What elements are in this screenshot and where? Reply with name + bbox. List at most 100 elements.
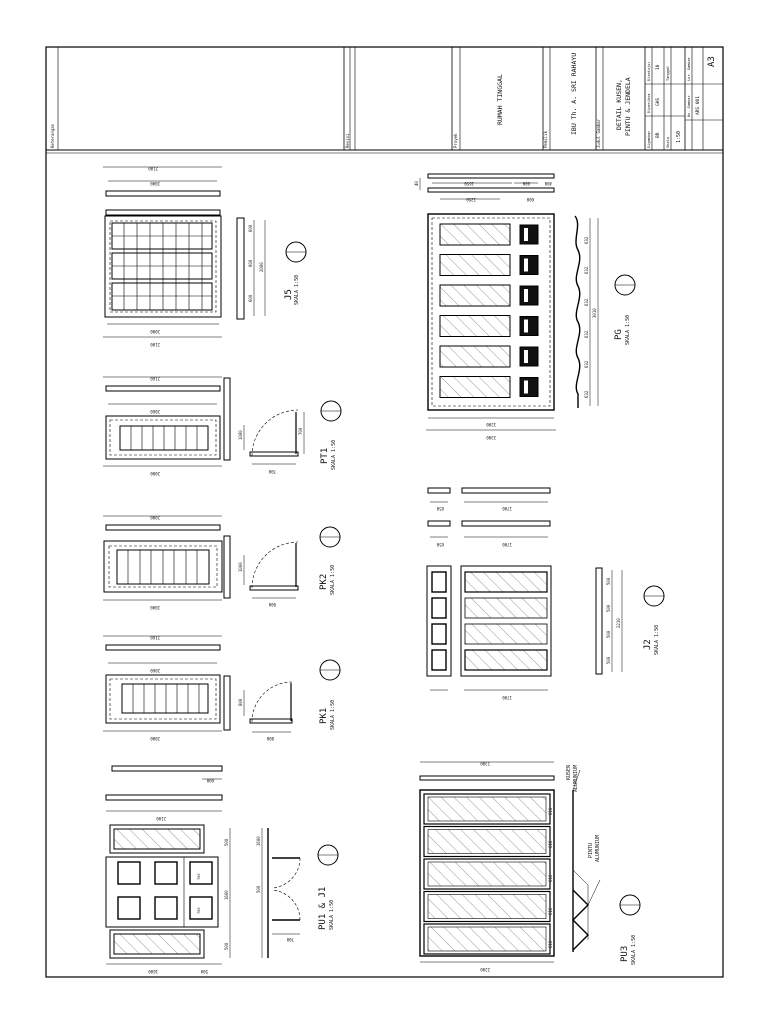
svg-text:2000: 2000 — [150, 181, 160, 186]
pg-vent-block — [519, 316, 539, 336]
detail-j2: 650 1700 650 1700 1700 500 500 500 500 2… — [426, 487, 665, 700]
svg-text:632: 632 — [584, 266, 589, 274]
tb-project-name: RUMAH TINGGAL — [496, 74, 504, 125]
pu3-glass — [427, 861, 547, 887]
pu3-glass — [427, 926, 547, 952]
tb-field-project: Proyek — [453, 133, 458, 148]
svg-text:1700: 1700 — [502, 695, 512, 700]
svg-text:2300: 2300 — [480, 761, 490, 766]
pu3-panel — [423, 890, 551, 923]
pg-scale: SKALA 1:50 — [625, 315, 631, 345]
pg-vent-gap — [524, 319, 528, 333]
tb-field-sheet: Lbr. Gambar — [687, 56, 691, 81]
svg-text:800: 800 — [238, 698, 243, 706]
svg-text:3010: 3010 — [592, 308, 597, 318]
svg-text:632: 632 — [584, 330, 589, 338]
svg-text:1000: 1000 — [238, 562, 243, 572]
svg-text:2000: 2000 — [150, 471, 160, 476]
svg-text:3200: 3200 — [486, 422, 496, 427]
svg-text:500: 500 — [606, 577, 611, 585]
pk1-name: PK1 — [319, 708, 329, 724]
pu3-name: PU3 — [620, 946, 630, 962]
svg-text:1700: 1700 — [502, 506, 512, 511]
tb-field-checked: Diperiksa — [647, 94, 651, 113]
svg-text:700: 700 — [286, 937, 294, 942]
svg-text:1000: 1000 — [238, 430, 243, 440]
door-label-1: PINTU — [588, 843, 594, 858]
pg-vent-block — [519, 346, 539, 367]
detail-pt1: 2160 2060 2000 700 1000 700 PT1 SKALA 1:… — [103, 376, 342, 476]
svg-text:500: 500 — [606, 630, 611, 638]
detail-pg: 40 1650 600 400 1350 600 3010 632 632 63… — [414, 173, 636, 440]
pg-vent-gap — [524, 258, 528, 272]
detail-pu1-j1: 600 2100 1600 500 500 1600 500 700 700 1… — [105, 765, 339, 974]
svg-text:2200: 2200 — [480, 967, 490, 972]
tb-drawing-no: ARS 001 — [695, 96, 701, 115]
door-label-2: ALUMUNIUM — [595, 835, 601, 862]
svg-text:3300: 3300 — [486, 435, 496, 440]
svg-text:800: 800 — [266, 736, 274, 741]
pg-glass-panel — [439, 223, 511, 246]
svg-text:616: 616 — [548, 940, 553, 948]
svg-text:2060: 2060 — [150, 668, 160, 673]
pu3-glass — [427, 829, 547, 854]
pk1-scale: SKALA 1:50 — [330, 700, 336, 730]
pg-vent-block — [519, 285, 539, 306]
sheet-border — [45, 46, 724, 978]
pk2-scale: SKALA 1:50 — [330, 565, 336, 595]
pu3-glass — [427, 894, 547, 919]
svg-text:600: 600 — [526, 197, 534, 202]
pu3-scale: SKALA 1:50 — [631, 935, 637, 965]
svg-text:600: 600 — [248, 294, 253, 302]
svg-text:500: 500 — [224, 942, 229, 950]
tb-drawing-title-1: DETAIL KUSEN, — [615, 79, 623, 130]
detail-pk1: 2160 2060 2000 800 800 PK1 SKALA 1:50 — [103, 635, 341, 741]
svg-text:1700: 1700 — [502, 542, 512, 547]
svg-text:600: 600 — [522, 181, 530, 186]
svg-text:2160: 2160 — [150, 635, 160, 640]
tb-field-approved: Disetujui — [647, 62, 651, 81]
pg-vent-block — [519, 255, 539, 275]
pg-vent-gap — [524, 289, 528, 302]
pu3-panel — [423, 923, 551, 955]
svg-text:600: 600 — [248, 259, 253, 267]
j2-scale: SKALA 1:50 — [654, 625, 660, 655]
tb-value-a: BR — [655, 132, 661, 138]
tb-field-owner: Pemilik — [543, 131, 548, 148]
pg-glass-panel — [439, 315, 511, 337]
svg-text:1600: 1600 — [256, 836, 261, 846]
tb-value-c: 10 — [655, 64, 661, 70]
svg-text:700: 700 — [298, 427, 303, 435]
pg-glass-panel — [439, 284, 511, 307]
frame-label-2: ALUMUNIUM — [573, 765, 579, 792]
svg-text:2000: 2000 — [150, 605, 160, 610]
svg-text:600: 600 — [248, 224, 253, 232]
svg-text:700: 700 — [197, 908, 201, 915]
svg-text:616: 616 — [548, 840, 553, 848]
svg-text:500: 500 — [224, 838, 229, 846]
svg-text:2000: 2000 — [150, 515, 160, 520]
svg-text:616: 616 — [548, 907, 553, 915]
pg-glass-panel — [439, 376, 511, 398]
tb-drawing-title-2: PINTU & JENDELA — [624, 77, 632, 136]
tb-owner-name: IBU Th. A. SRI RAHAYU — [570, 53, 578, 135]
svg-text:616: 616 — [548, 874, 553, 882]
svg-text:2100: 2100 — [148, 166, 158, 171]
pu3-glass — [427, 796, 547, 822]
tb-field-remarks: Keterangan — [50, 123, 55, 148]
pg-vent-gap — [524, 228, 528, 241]
tb-field-drawn: Digambar — [647, 130, 651, 148]
j2-name: J2 — [643, 639, 653, 650]
svg-text:1600: 1600 — [224, 890, 229, 900]
pg-vent-block — [519, 224, 539, 245]
pt1-name: PT1 — [320, 448, 330, 464]
pg-vent-gap — [524, 350, 528, 363]
svg-text:632: 632 — [584, 298, 589, 306]
svg-text:700: 700 — [268, 469, 276, 474]
pu3-panel — [423, 825, 551, 858]
tb-scale-value: 1:50 — [676, 131, 682, 143]
svg-text:900: 900 — [268, 602, 276, 607]
title-block: Keterangan Revisi Proyek RUMAH TINGGAL P… — [46, 47, 723, 154]
svg-text:632: 632 — [584, 360, 589, 368]
svg-text:2210: 2210 — [616, 618, 621, 628]
